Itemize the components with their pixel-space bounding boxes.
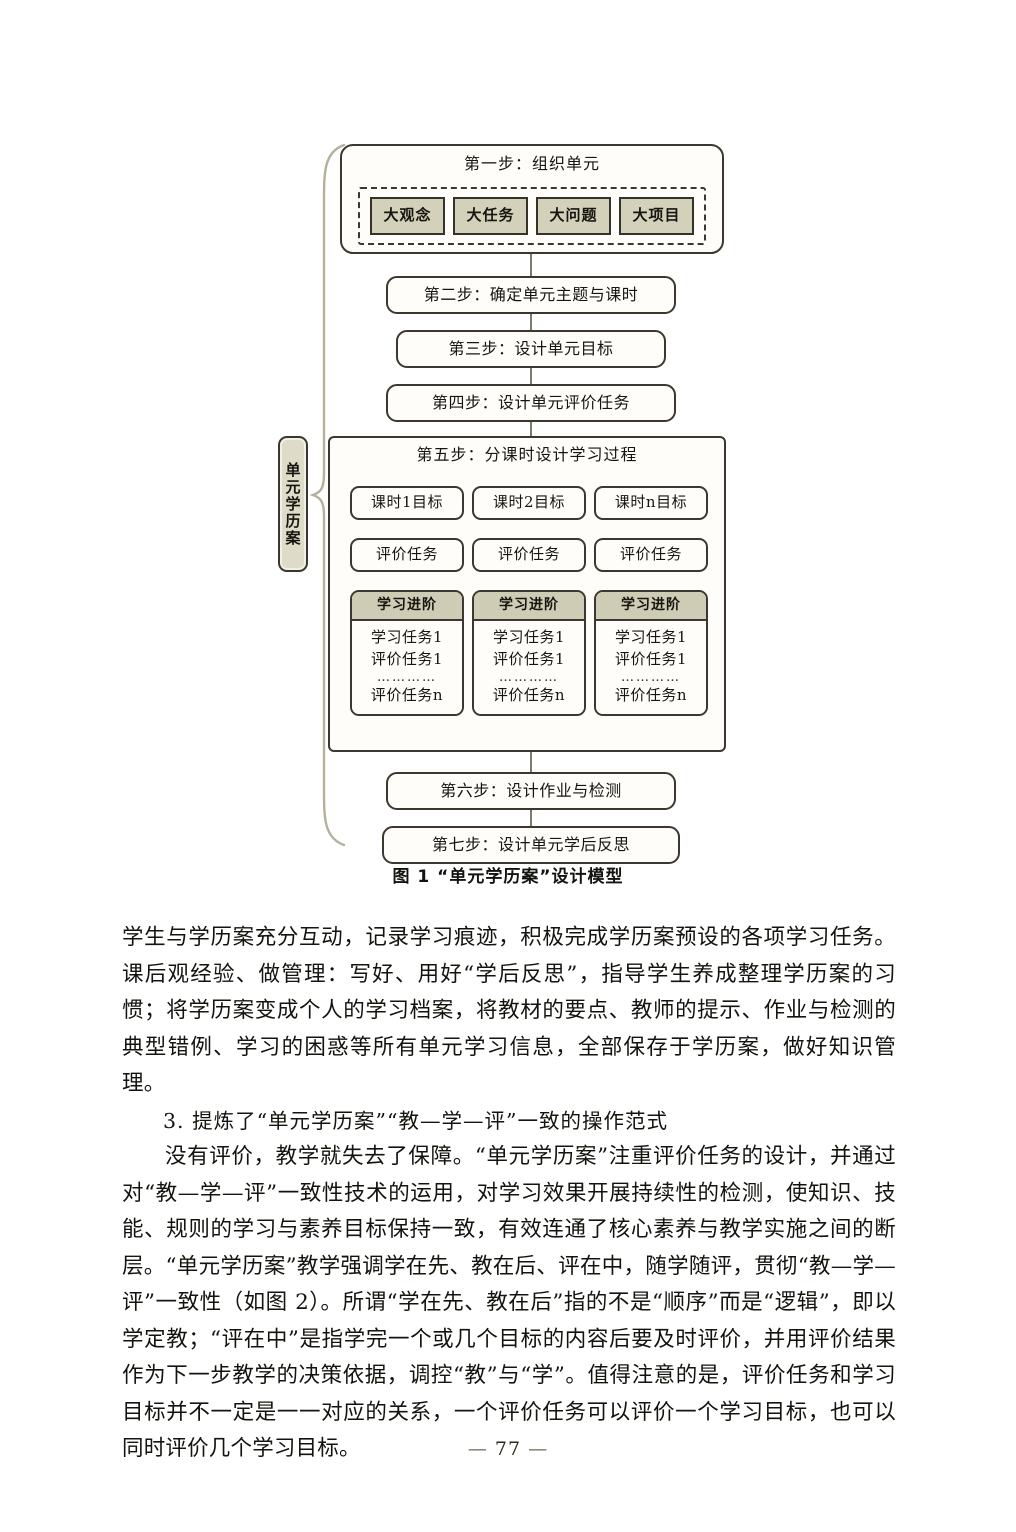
lesson-n-eval-task: 评价任务 bbox=[594, 538, 708, 572]
figure-caption: 图 1 “单元学历案”设计模型 bbox=[392, 867, 624, 887]
page-number: — 77 — bbox=[0, 1438, 1016, 1460]
lesson-column-1: 课时1目标 评价任务 学习进阶 学习任务1 评价任务1 ………… 评价任务n bbox=[350, 486, 464, 716]
lesson-n-goal: 课时n目标 bbox=[594, 486, 708, 520]
lesson-2-ellipsis: ………… bbox=[499, 669, 559, 685]
lesson-1-stage-head: 学习进阶 bbox=[352, 592, 462, 621]
step-1-title: 第一步：组织单元 bbox=[463, 154, 600, 173]
paragraph-1: 学生与学历案充分互动，记录学习痕迹，积极完成学历案预设的各项学习任务。课后观经验… bbox=[122, 925, 896, 1096]
lesson-column-2: 课时2目标 评价任务 学习进阶 学习任务1 评价任务1 ………… 评价任务n bbox=[472, 486, 586, 716]
lesson-n-learning-progression: 学习进阶 学习任务1 评价任务1 ………… 评价任务n bbox=[594, 590, 708, 716]
lesson-2-task-line-last: 评价任务n bbox=[492, 685, 566, 704]
page-number-value: 77 bbox=[494, 1438, 522, 1460]
page-number-dash-left: — bbox=[467, 1438, 488, 1460]
lesson-2-learning-progression: 学习进阶 学习任务1 评价任务1 ………… 评价任务n bbox=[472, 590, 586, 716]
lesson-2-stage-head: 学习进阶 bbox=[474, 592, 584, 621]
chip-big-idea: 大观念 bbox=[370, 197, 445, 235]
lesson-1-task-line-last: 评价任务n bbox=[370, 685, 444, 704]
step-1-organize-unit: 第一步：组织单元 大观念 大任务 大问题 大项目 bbox=[340, 144, 724, 254]
step-3-node: 第三步：设计单元目标 bbox=[396, 330, 666, 368]
lesson-2-task-line-1: 学习任务1 bbox=[492, 628, 566, 646]
step-7-node: 第七步：设计单元学后反思 bbox=[382, 826, 680, 864]
chip-big-project: 大项目 bbox=[619, 197, 694, 235]
figure-1: 单元学历案 bbox=[0, 140, 1016, 900]
lesson-2-eval-task: 评价任务 bbox=[472, 538, 586, 572]
page-number-dash-right: — bbox=[528, 1438, 549, 1460]
lesson-n-task-line-2: 评价任务1 bbox=[614, 649, 688, 668]
lesson-n-ellipsis: ………… bbox=[621, 669, 681, 685]
lesson-1-eval-task: 评价任务 bbox=[350, 538, 464, 572]
flowchart-diagram: 单元学历案 bbox=[270, 140, 730, 864]
lesson-1-goal: 课时1目标 bbox=[350, 486, 464, 520]
lesson-n-task-line-last: 评价任务n bbox=[614, 685, 688, 704]
step-1-dashed-group: 大观念 大任务 大问题 大项目 bbox=[358, 187, 706, 245]
step-5-panel: 第五步：分课时设计学习过程 课时1目标 评价任务 学习进阶 学习任务1 评价任务… bbox=[328, 436, 726, 752]
lesson-2-task-line-2: 评价任务1 bbox=[492, 649, 566, 668]
lesson-1-task-line-1: 学习任务1 bbox=[370, 628, 444, 646]
lesson-1-task-line-2: 评价任务1 bbox=[370, 649, 444, 668]
section-subheading-3: 3. 提炼了“单元学历案”“教—学—评”一致的操作范式 bbox=[163, 1108, 668, 1133]
unit-learning-plan-label: 单元学历案 bbox=[278, 436, 308, 572]
lesson-2-goal: 课时2目标 bbox=[472, 486, 586, 520]
lesson-n-stage-head: 学习进阶 bbox=[596, 592, 706, 621]
step-4-node: 第四步：设计单元评价任务 bbox=[386, 384, 676, 422]
lesson-1-ellipsis: ………… bbox=[377, 669, 437, 685]
left-brace-icon bbox=[310, 143, 346, 847]
lesson-n-task-line-1: 学习任务1 bbox=[614, 628, 688, 646]
lesson-1-learning-progression: 学习进阶 学习任务1 评价任务1 ………… 评价任务n bbox=[350, 590, 464, 716]
step-5-title: 第五步：分课时设计学习过程 bbox=[416, 445, 638, 464]
unit-label-text: 单元学历案 bbox=[283, 461, 302, 547]
step-2-node: 第二步：确定单元主题与课时 bbox=[386, 276, 676, 314]
lesson-1-stage-body: 学习任务1 评价任务1 ………… 评价任务n bbox=[352, 621, 462, 714]
paragraph-2: 没有评价，教学就失去了保障。“单元学历案”注重评价任务的设计，并通过对“教—学—… bbox=[122, 1144, 896, 1461]
lesson-2-stage-body: 学习任务1 评价任务1 ………… 评价任务n bbox=[474, 621, 584, 714]
lesson-n-stage-body: 学习任务1 评价任务1 ………… 评价任务n bbox=[596, 621, 706, 714]
chip-big-question: 大问题 bbox=[536, 197, 611, 235]
body-text-column: 学生与学历案充分互动，记录学习痕迹，积极完成学历案预设的各项学习任务。课后观经验… bbox=[122, 920, 896, 1468]
big-concepts-row: 大观念 大任务 大问题 大项目 bbox=[370, 197, 694, 235]
chip-big-task: 大任务 bbox=[453, 197, 528, 235]
step-6-node: 第六步：设计作业与检测 bbox=[386, 772, 676, 810]
lesson-column-n: 课时n目标 评价任务 学习进阶 学习任务1 评价任务1 ………… 评价任务n bbox=[594, 486, 708, 716]
